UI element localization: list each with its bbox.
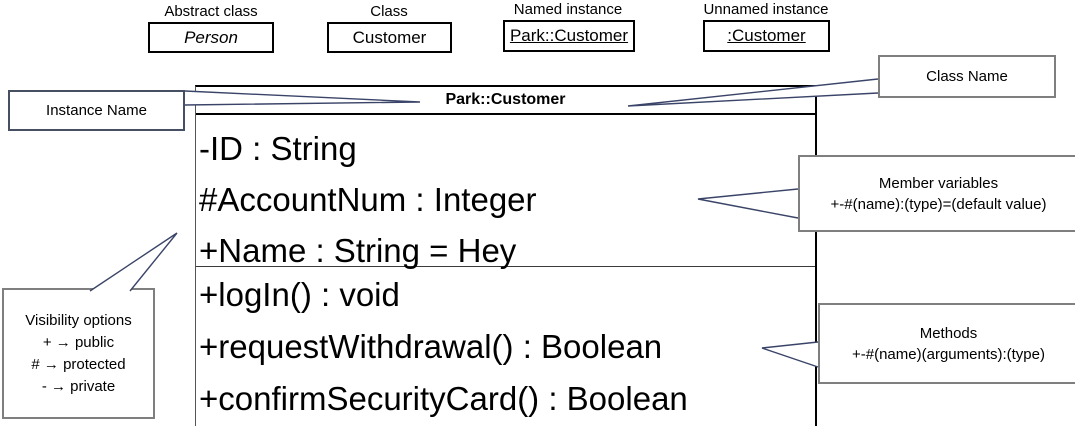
callout-methods-syntax: +-#(name)(arguments):(type) bbox=[852, 345, 1045, 363]
legend-box-named-instance: Park::Customer bbox=[503, 20, 635, 52]
legend-box-unnamed-instance: :Customer bbox=[703, 20, 830, 52]
callout-methods: Methods +-#(name)(arguments):(type) bbox=[818, 303, 1075, 384]
callout-instance-name: Instance Name bbox=[8, 90, 185, 131]
callout-visibility-title: Visibility options bbox=[25, 311, 132, 329]
named-instance-example: Park::Customer bbox=[509, 26, 629, 45]
method-line: +requestWithdrawal() : Boolean bbox=[199, 328, 663, 365]
callout-class-name: Class Name bbox=[878, 55, 1056, 98]
callout-visibility-protected: # → protected bbox=[31, 355, 126, 373]
legend-label-named-instance: Named instance bbox=[513, 1, 623, 18]
visibility-pointer-icon bbox=[89, 232, 178, 292]
legend-label-abstract-class: Abstract class bbox=[164, 3, 258, 20]
class-example: Customer bbox=[352, 27, 427, 47]
attributes-section: -ID : String #AccountNum : Integer +Name… bbox=[196, 115, 815, 269]
attribute-line: #AccountNum : Integer bbox=[199, 181, 537, 218]
callout-member-variables-title: Member variables bbox=[878, 174, 999, 192]
callout-class-name-text: Class Name bbox=[926, 68, 1008, 85]
uml-class-box: Park::Customer -ID : String #AccountNum … bbox=[195, 85, 817, 426]
method-line: +logIn() : void bbox=[199, 276, 400, 313]
callout-instance-name-text: Instance Name bbox=[46, 102, 147, 119]
callout-visibility-public: + → public bbox=[42, 333, 115, 351]
abstract-class-example: Person bbox=[184, 27, 238, 47]
attribute-line: +Name : String = Hey bbox=[199, 232, 517, 269]
attribute-line: -ID : String bbox=[199, 130, 357, 167]
callout-member-variables-syntax: +-#(name):(type)=(default value) bbox=[830, 195, 1047, 213]
callout-visibility-private: - → private bbox=[41, 377, 116, 395]
legend-label-class: Class bbox=[370, 3, 408, 20]
methods-section: +logIn() : void +requestWithdrawal() : B… bbox=[196, 267, 815, 425]
legend-box-class: Customer bbox=[327, 22, 452, 53]
method-line: +confirmSecurityCard() : Boolean bbox=[199, 380, 688, 417]
legend-box-abstract-class: Person bbox=[148, 22, 274, 53]
unnamed-instance-example: :Customer bbox=[727, 26, 806, 45]
legend-label-unnamed-instance: Unnamed instance bbox=[703, 1, 829, 18]
callout-member-variables: Member variables +-#(name):(type)=(defau… bbox=[798, 155, 1075, 232]
callout-methods-title: Methods bbox=[919, 324, 978, 342]
class-box-title: Park::Customer bbox=[196, 87, 815, 115]
callout-visibility-options: Visibility options + → public # → protec… bbox=[2, 288, 155, 419]
